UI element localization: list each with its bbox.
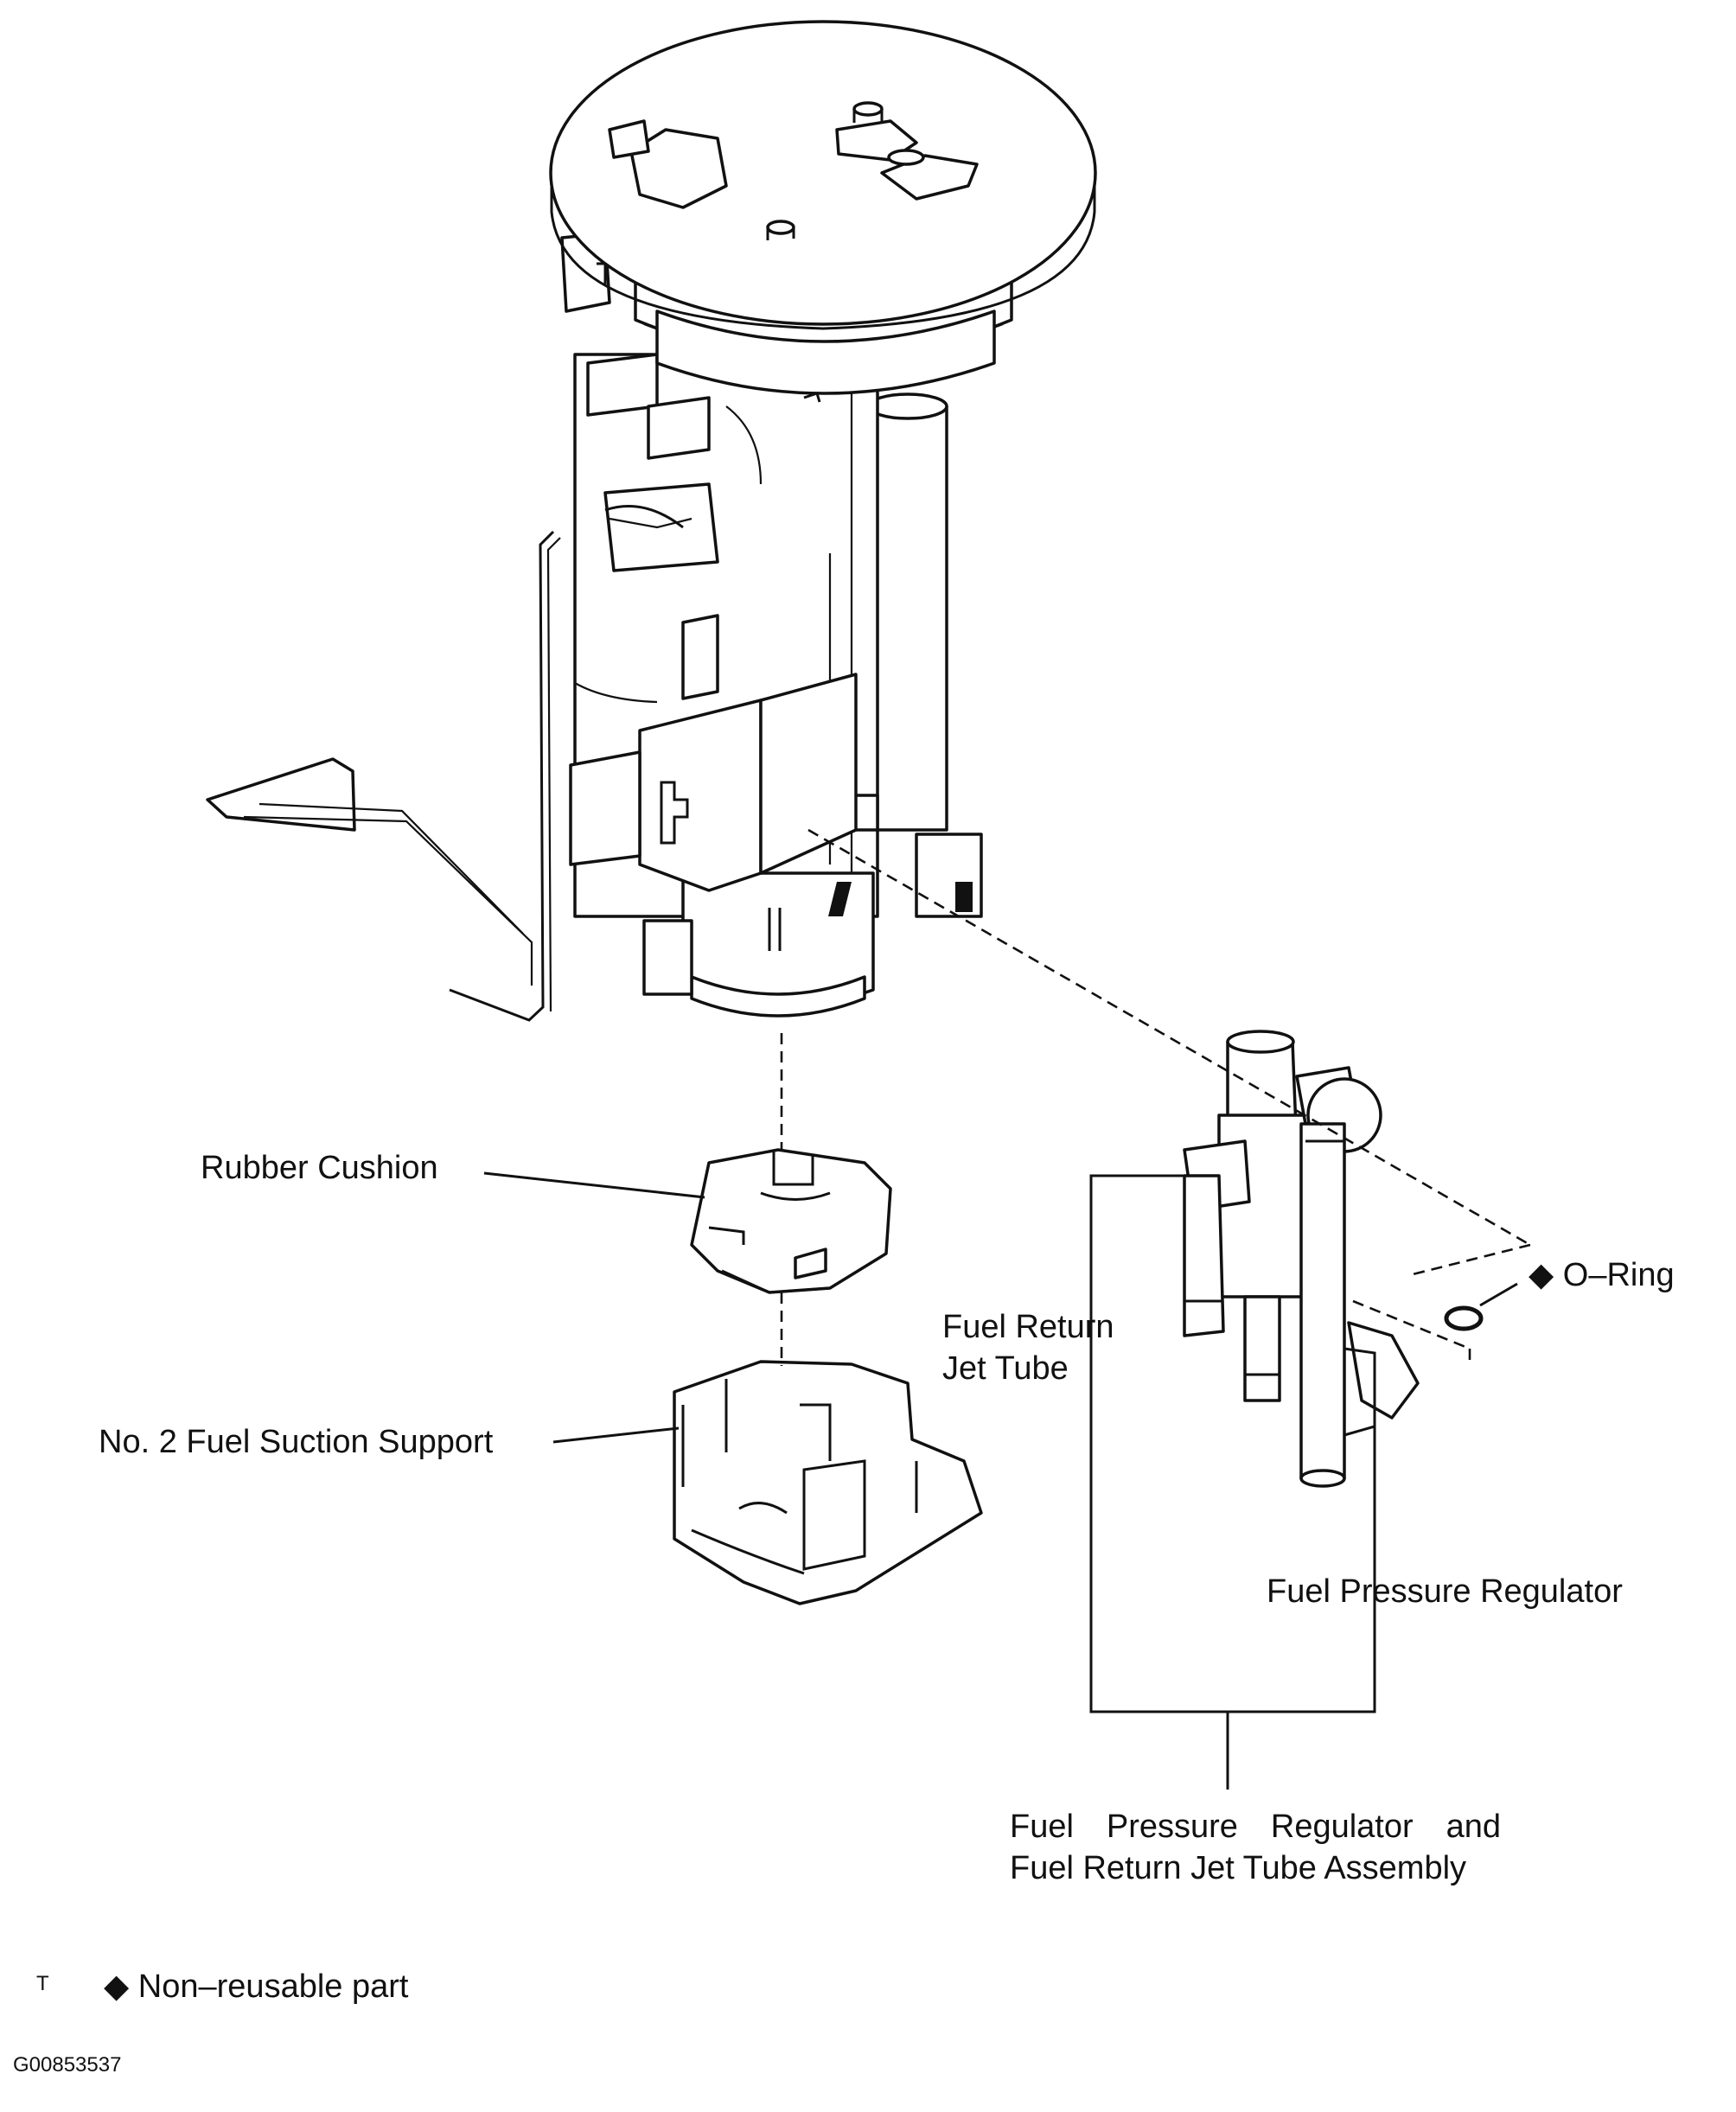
regulator-jet-tube-assembly <box>1183 1030 1420 1488</box>
fuel-pressure-regulator-label: Fuel Pressure Regulator <box>1267 1573 1623 1610</box>
alignment-dashed-lines <box>780 828 1531 1366</box>
fuel-pump-assembly <box>206 20 1097 1022</box>
legend-non-reusable: ◆ Non–reusable part <box>104 1967 408 2007</box>
leader-lines <box>483 1171 1518 1790</box>
o-ring-label: ◆ O–Ring <box>1529 1255 1675 1295</box>
o-ring-label-text: O–Ring <box>1562 1257 1675 1293</box>
no2-fuel-suction-support-label: No. 2 Fuel Suction Support <box>99 1424 494 1460</box>
no2-fuel-suction-support-part <box>673 1360 983 1605</box>
assembly-label-line2: Fuel Return Jet Tube Assembly <box>1010 1850 1467 1886</box>
legend-text: Non–reusable part <box>137 1968 409 2005</box>
rubber-cushion-label: Rubber Cushion <box>201 1150 438 1186</box>
diamond-icon: ◆ <box>104 1968 130 2005</box>
sender-gauge-arm <box>206 530 561 1022</box>
corner-mark: T <box>36 1972 49 1995</box>
fuel-return-jet-tube-label-line1: Fuel Return <box>942 1309 1114 1345</box>
fuel-return-jet-tube-label-line2: Jet Tube <box>942 1350 1069 1387</box>
diamond-icon: ◆ <box>1529 1257 1554 1293</box>
o-ring-part <box>1444 1305 1484 1331</box>
figure-code: G00853537 <box>13 2053 122 2077</box>
assembly-label-line1: Fuel Pressure Regulator and <box>1010 1809 1501 1845</box>
rubber-cushion-part <box>690 1148 892 1294</box>
